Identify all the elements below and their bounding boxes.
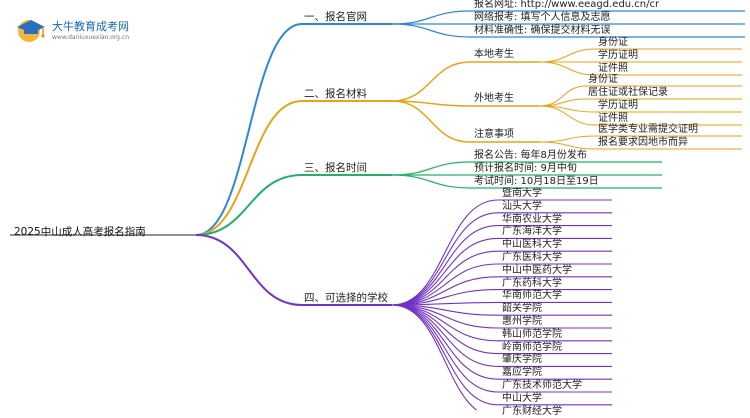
school-item: 岭南师范学院 [502,341,562,353]
branch-connector [391,263,499,306]
school-item: 汕头大学 [502,200,542,212]
branch-connector [391,100,471,107]
group-local-candidates: 本地考生 [474,49,514,60]
school-item: 中山大学 [502,392,542,404]
school-item: 暨南大学 [502,188,542,199]
branch-connector [195,234,303,306]
branch-connector [539,141,597,150]
section-official-site: 一、报名官网 [304,11,367,23]
note-item: 报名要求因地市而异 [598,137,688,148]
branch-connector [391,304,499,355]
branch-connector [391,250,499,306]
root-node: 2025中山成人高考报名指南 [14,226,146,238]
school-item: 韶关学院 [502,303,542,315]
branch-connector [391,100,471,143]
material-item: 学历证明 [598,50,638,61]
site-logo: 大牛教育成考网 www.daniuxuexiao.org.cn [14,16,140,46]
branch-connector [391,199,499,306]
school-item: 嘉应学院 [502,367,542,379]
group-notes: 注意事项 [474,129,514,140]
branch-connector [539,61,597,76]
branch-connector [391,237,499,306]
site-item: 报名网址: http://www.eeagd.edu.cn/cr [474,0,660,10]
branch-connector [539,135,597,143]
school-item: 韩山师范学院 [502,328,562,340]
branch-connector [539,105,597,126]
time-item: 考试时间: 10月18日至19日 [474,176,599,187]
material-item: 学历证明 [598,100,638,111]
material-item: 证件照 [598,113,628,124]
branch-connector [391,304,499,393]
site-item: 材料准确性: 确保提交材料无误 [474,25,611,36]
branch-connector [195,23,303,236]
school-item: 中山中医药大学 [502,264,572,276]
time-item: 预计报名时间: 9月中旬 [474,163,577,174]
branch-connector [539,48,597,63]
school-item: 广东医科大学 [502,252,562,263]
branch-connector [391,23,471,38]
branch-connector [195,174,303,236]
school-item: 华南农业大学 [502,213,562,225]
material-item: 身份证 [588,74,618,85]
branch-connector [391,225,499,306]
branch-connector [391,212,499,306]
material-item: 居住证或社保记录 [588,87,668,98]
school-item: 广东技术师范大学 [502,380,582,391]
time-item: 报名公告: 每年8月份发布 [474,150,587,161]
school-item: 广东药科大学 [502,277,562,289]
branch-connector [195,100,303,236]
branch-connector [391,61,471,102]
school-item: 广东海洋大学 [502,226,562,238]
branch-connector [391,304,478,410]
branch-connector [391,161,471,176]
material-item: 身份证 [598,37,628,48]
branch-connector [391,304,499,406]
section-registration-time: 三、报名时间 [304,162,367,174]
school-item: 华南师范大学 [502,290,562,302]
graduation-cap-icon [17,20,45,42]
branch-connector [391,174,471,189]
school-item: 广东财经大学 [502,405,562,417]
note-item: 医学类专业需提交证明 [598,124,698,135]
group-nonlocal-candidates: 外地考生 [474,93,514,104]
material-item: 证件照 [598,63,628,74]
logo-name: 大牛教育成考网 [52,20,129,33]
branch-connector [391,10,471,25]
logo-url: www.daniuxuexiao.org.cn [52,34,129,41]
section-schools: 四、可选择的学校 [304,292,388,304]
school-item: 惠州学院 [502,316,542,327]
school-item: 肇庆学院 [502,354,542,366]
site-item: 网络报考: 填写个人信息及志愿 [474,12,611,23]
section-materials: 二、报名材料 [304,88,367,100]
school-item: 中山医科大学 [502,239,562,251]
